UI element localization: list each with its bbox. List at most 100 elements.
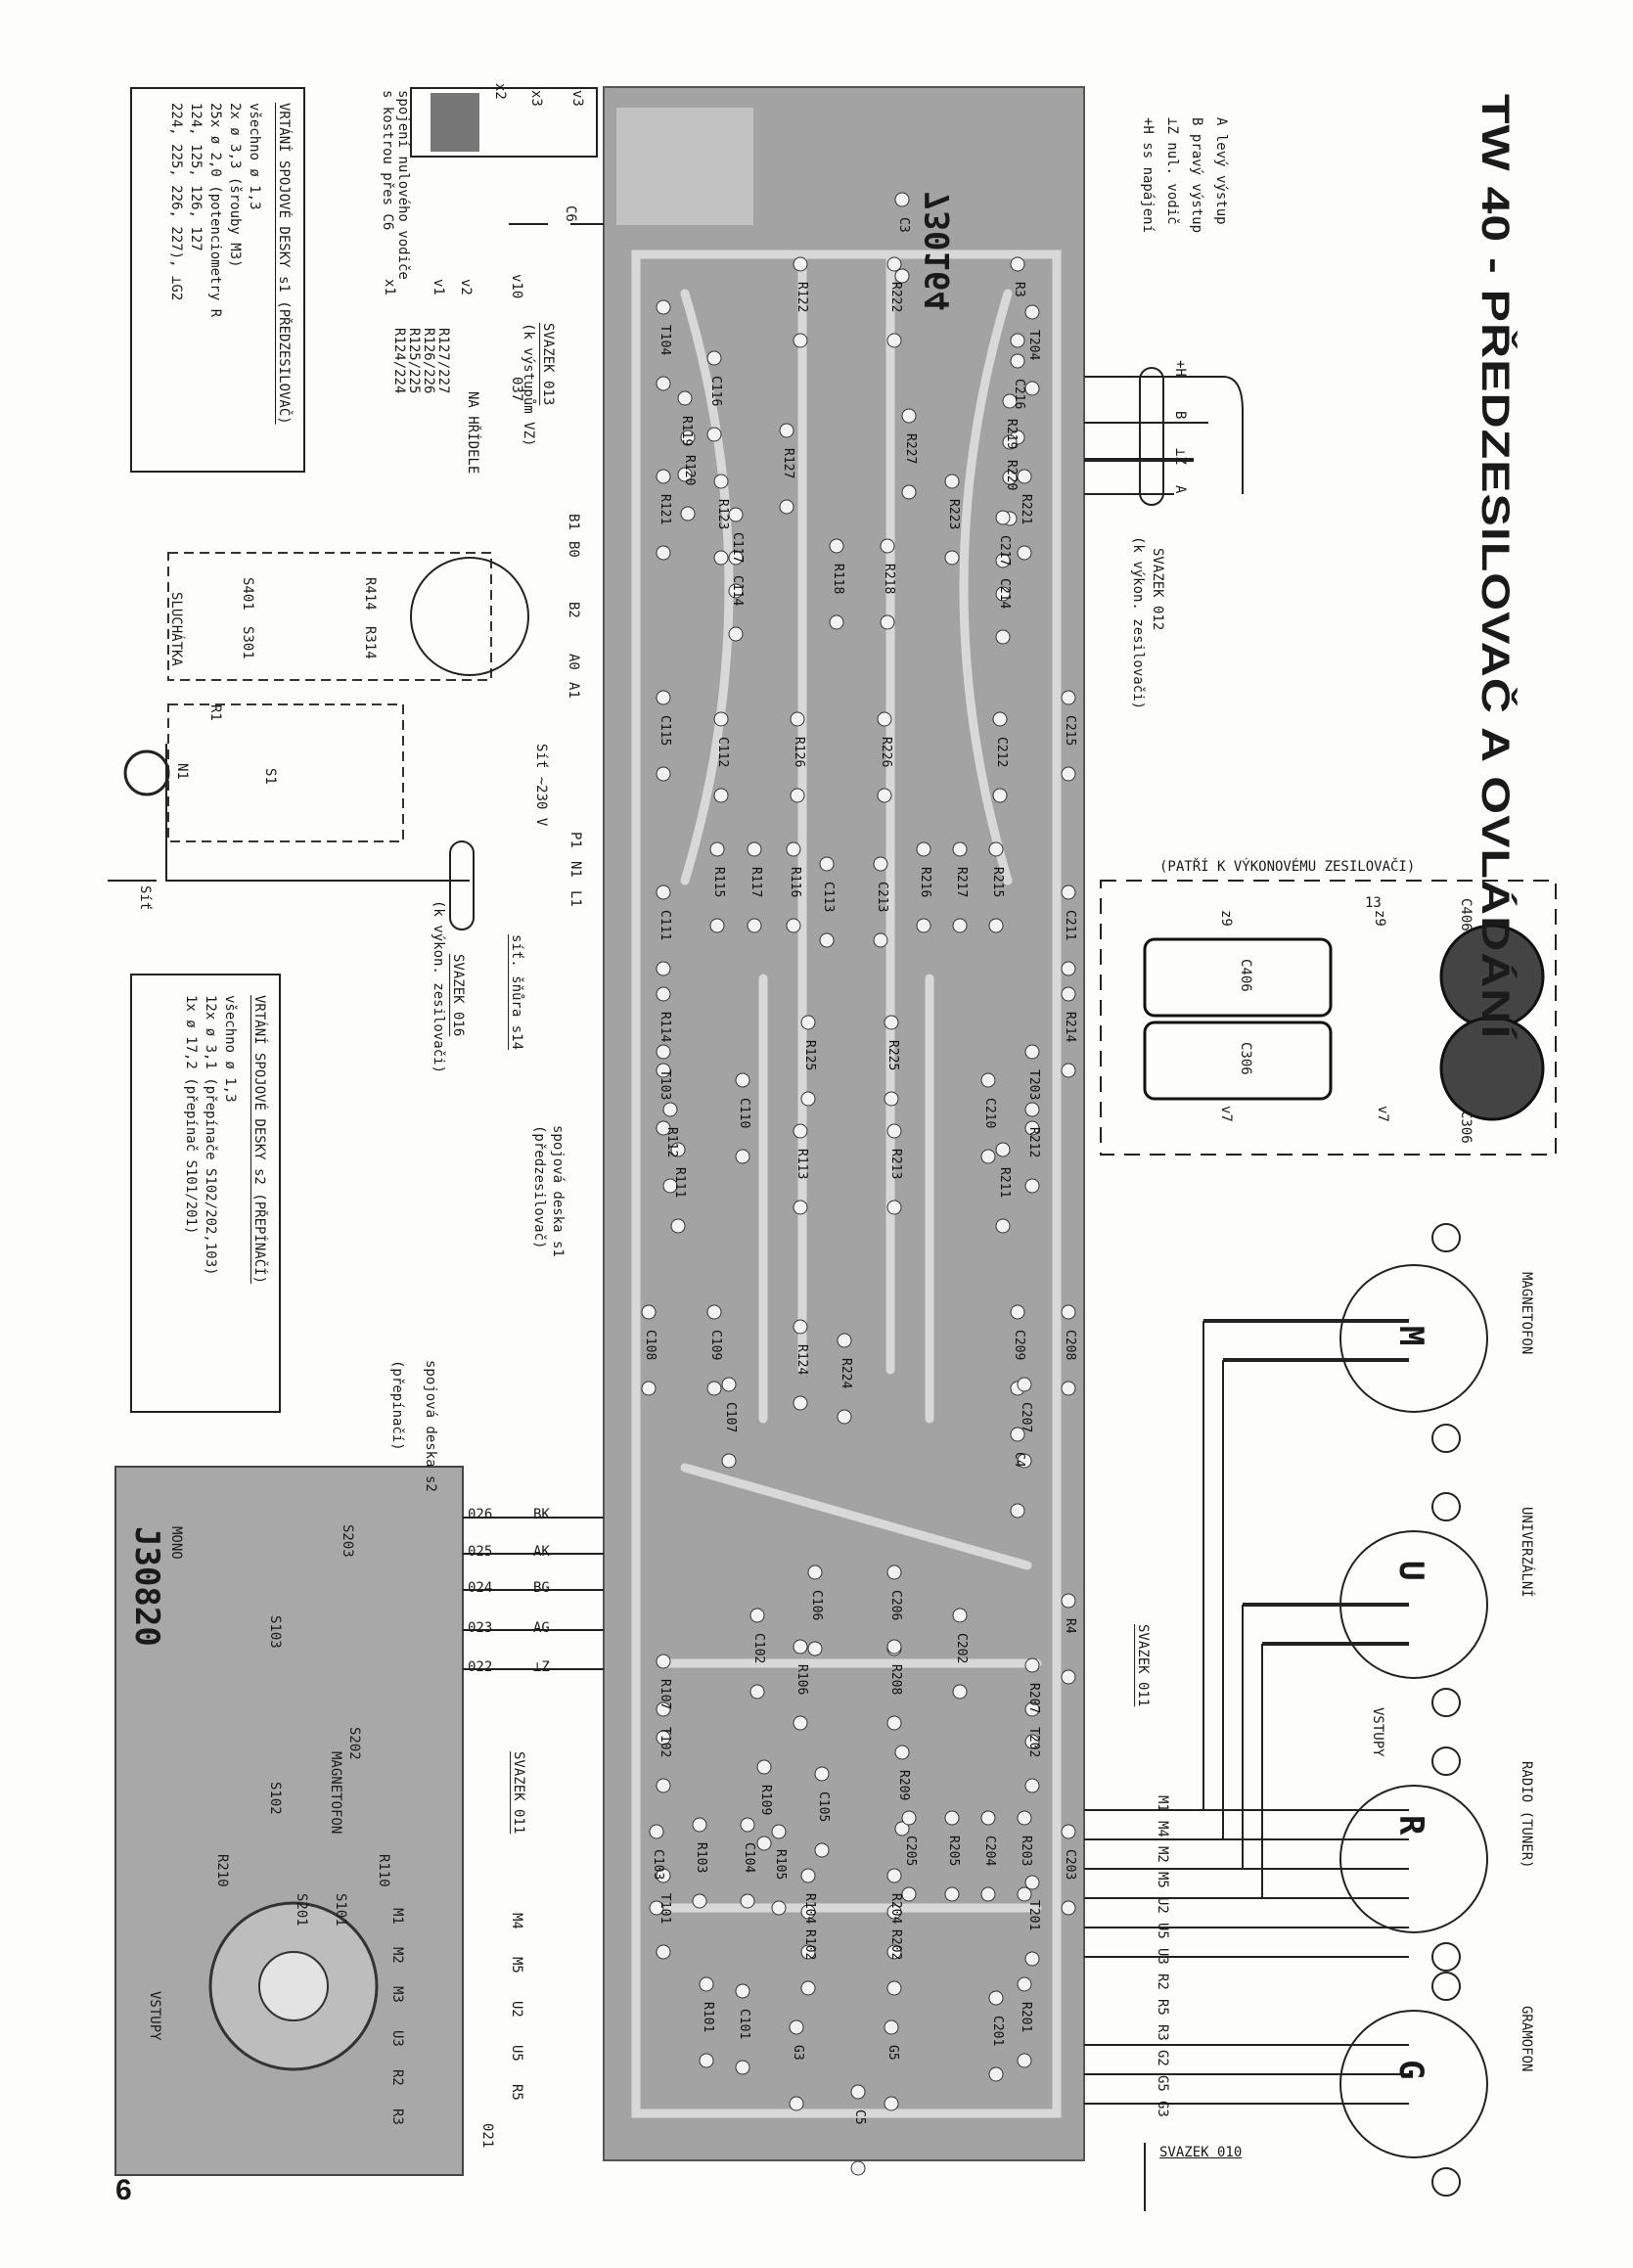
solder-pad: [980, 1149, 996, 1164]
wire-label: R5: [509, 2084, 525, 2101]
solder-pad: [656, 961, 671, 976]
pcb-component-label: C109: [708, 1330, 723, 1361]
solder-pad: [886, 1715, 902, 1731]
solder-pad: [1017, 1976, 1032, 1992]
bundle-013-label: SVAZEK 013: [540, 323, 557, 406]
pcb-component-label: R216: [918, 867, 932, 898]
solder-pad: [1024, 1875, 1040, 1890]
solder-pad: [656, 299, 671, 315]
pcb-component-label: C110: [737, 1098, 751, 1129]
bundle-012-sub: (k výkon. zesilovači): [1130, 536, 1147, 710]
mech-label: v3: [569, 90, 586, 107]
solder-pad: [944, 1810, 960, 1826]
solder-pad: [793, 333, 808, 348]
drill-s1-line: 124, 125, 126, 127: [188, 103, 204, 251]
solder-pad: [699, 2053, 714, 2068]
wire-label: R5: [1155, 1999, 1171, 2016]
solder-pad: [894, 268, 910, 284]
pcb-component-label: C210: [982, 1098, 997, 1129]
pcb-component-label: R121: [658, 494, 672, 525]
solder-pad: [709, 841, 725, 857]
solder-pad: [952, 1684, 968, 1700]
solder-pad: [901, 408, 917, 424]
solder-pad: [656, 469, 671, 484]
solder-pad: [800, 1015, 816, 1030]
wires: [108, 223, 1409, 2105]
solder-pad: [880, 614, 895, 630]
pcb-component-label: R205: [946, 1836, 961, 1867]
solder-pad: [747, 841, 762, 857]
shaft-section: [410, 87, 598, 158]
drill-s2-line: 12x ø 3,1 (přepínače S102/202,103): [203, 995, 218, 1276]
pcb-component-label: R217: [954, 867, 969, 898]
connector-name: MAGNETOFON: [1519, 1272, 1535, 1355]
solder-pad: [1061, 1304, 1076, 1320]
part-label: N1: [174, 763, 191, 780]
solder-pad: [1024, 304, 1040, 320]
solder-pad: [728, 550, 744, 566]
drill-s1-line: všechno ø 1,3: [247, 103, 262, 210]
solder-pad: [819, 856, 835, 872]
pcb-component-label: T201: [1026, 1900, 1041, 1931]
pcb-component-label: R202: [888, 1929, 903, 1961]
solder-pad: [728, 583, 744, 599]
mech-label: x2: [492, 83, 509, 100]
pcb-traces: [631, 249, 1062, 2118]
pcb-component-label: C5: [852, 2109, 867, 2125]
pcb-component-label: T102: [658, 1727, 672, 1758]
pcb-component-label: C213: [875, 882, 889, 913]
solder-pad: [992, 711, 1008, 727]
switch-board-label: S201: [294, 1893, 310, 1927]
bundle-011-right: SVAZEK 011: [1135, 1624, 1152, 1707]
capacitor-label: C306: [1458, 1111, 1474, 1144]
legend-item: +H ss napájení: [1140, 117, 1157, 234]
dimension-label: 13: [1365, 895, 1382, 911]
solder-pad: [786, 918, 801, 933]
solder-pad: [1061, 1063, 1076, 1078]
solder-pad: [793, 1639, 808, 1655]
solder-pad: [793, 1123, 808, 1139]
solder-pad: [873, 856, 888, 872]
hatched-bushing: [431, 93, 479, 152]
solder-pad: [721, 1453, 737, 1469]
rotary-switch-hub: [258, 1951, 329, 2021]
part-label: R314: [362, 626, 379, 659]
board-s2-note: spojová deska s2: [423, 1360, 439, 1492]
pcb-component-label: C101: [737, 2009, 751, 2040]
solder-pad: [1024, 1044, 1040, 1060]
solder-pad: [649, 1824, 664, 1839]
solder-pad: [1061, 766, 1076, 782]
connector-pin-label: 022: [468, 1659, 493, 1675]
pcb-component-label: C3: [896, 217, 911, 233]
solder-pad: [988, 2066, 1004, 2082]
solder-pad: [662, 1102, 678, 1117]
wire-label: U5: [1155, 1923, 1171, 1939]
solder-pad: [680, 430, 696, 445]
wire-label: B: [1172, 411, 1189, 420]
mains-box: [167, 703, 404, 842]
solder-pad: [790, 711, 805, 727]
capacitor-detail-heading: (PATŘÍ K VÝKONOVÉMU ZESILOVAČI): [1159, 859, 1416, 875]
pcb-component-label: R116: [788, 867, 802, 898]
bundle-010-label: SVAZEK 010: [1159, 2145, 1243, 2160]
headphone-socket: [410, 557, 529, 676]
solder-pad: [713, 550, 729, 566]
solder-pad: [740, 1893, 755, 1909]
wire-label: M4: [1155, 1821, 1171, 1837]
solder-pad: [649, 1900, 664, 1916]
pcb-component-label: R208: [888, 1664, 903, 1696]
pcb-component-label: R127: [781, 448, 795, 479]
wire-label: +H: [1172, 360, 1189, 377]
solder-pad: [800, 1904, 816, 1920]
solder-pad: [1024, 1178, 1040, 1194]
solder-pad: [662, 1178, 678, 1194]
pcb-component-label: C206: [888, 1590, 903, 1621]
solder-pad: [894, 1745, 910, 1760]
ground-note: spojení nulového vodiče s kostrou přes C…: [379, 90, 411, 280]
pcb-component-label: R219: [1004, 419, 1019, 450]
pcb-component-label: C105: [816, 1792, 831, 1823]
connector-name: GRAMOFON: [1519, 2006, 1535, 2072]
pcb-component-label: R222: [888, 282, 903, 313]
switch-board-label: S102: [267, 1782, 284, 1815]
